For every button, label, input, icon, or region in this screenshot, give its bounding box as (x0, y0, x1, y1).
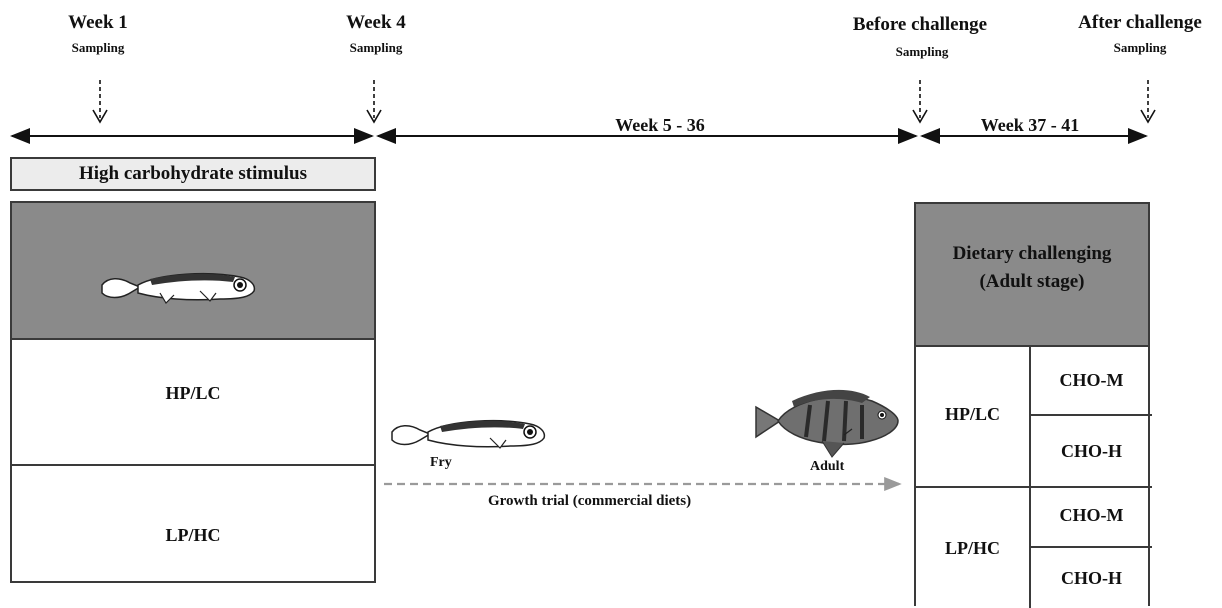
growth-trial-arrow (384, 476, 902, 492)
milestone-week4-title: Week 4 (346, 12, 406, 33)
fry-fish-icon-middle (391, 419, 546, 449)
timeline-graphic (10, 80, 1156, 144)
challenge-title-line2: (Adult stage) (979, 271, 1085, 292)
period-week37-41: Week 37 - 41 (980, 115, 1080, 135)
challenge-diet-divider-1 (1029, 414, 1152, 416)
challenge-diet-hplc-chom: CHO-M (1059, 370, 1124, 390)
challenge-header-panel: Dietary challenging (Adult stage) (916, 204, 1148, 347)
adult-label: Adult (810, 459, 845, 474)
challenge-col-divider (1029, 345, 1031, 608)
challenge-diet-divider-2 (1029, 546, 1152, 548)
stimulus-row-hplc: HP/LC (165, 383, 221, 403)
challenge-group-divider (916, 486, 1152, 488)
stimulus-row-divider (12, 464, 374, 466)
milestone-week4-sampling: Sampling (349, 40, 403, 55)
milestone-before-title: Before challenge (852, 14, 988, 35)
challenge-diet-lphc-chom: CHO-M (1059, 505, 1124, 525)
milestone-after-title: After challenge (1078, 12, 1202, 33)
fry-fish-icon (101, 272, 256, 304)
stimulus-row-lphc: LP/HC (165, 525, 221, 545)
period-week5-36: Week 5 - 36 (615, 115, 705, 135)
milestone-week1-title: Week 1 (68, 12, 128, 33)
challenge-group-lphc: LP/HC (944, 538, 1000, 558)
challenge-group-hplc: HP/LC (944, 404, 1000, 424)
challenge-title-line1: Dietary challenging (952, 243, 1112, 264)
challenge-table: Dietary challenging (Adult stage) HP/LC … (914, 202, 1152, 608)
challenge-title: Dietary challenging (Adult stage) (916, 240, 1148, 296)
milestone-after-sampling: Sampling (1113, 40, 1167, 55)
fry-label: Fry (430, 455, 452, 470)
stimulus-table: HP/LC LP/HC (10, 201, 376, 583)
stimulus-title: High carbohydrate stimulus (10, 157, 376, 191)
challenge-diet-lphc-choh: CHO-H (1061, 568, 1122, 588)
adult-fish-icon (755, 389, 899, 458)
challenge-diet-hplc-choh: CHO-H (1061, 441, 1122, 461)
growth-trial-label: Growth trial (commercial diets) (488, 493, 692, 509)
stimulus-image-panel (12, 203, 374, 340)
milestone-week1-sampling: Sampling (71, 40, 125, 55)
milestone-before-sampling: Sampling (895, 44, 949, 59)
sampling-arrows (92, 80, 1156, 124)
